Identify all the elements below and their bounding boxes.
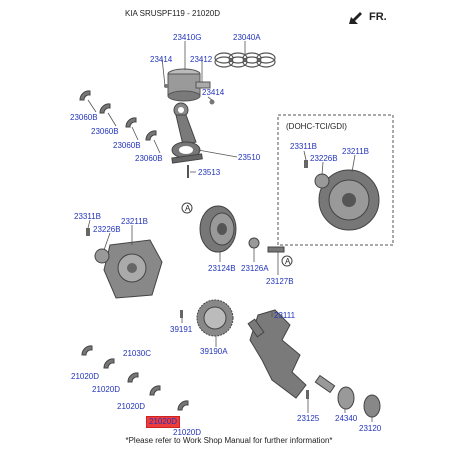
- callout-a-2: A: [285, 257, 291, 266]
- conrod-bearing-shells: [79, 90, 157, 141]
- part-label-24340[interactable]: 24340: [335, 414, 358, 423]
- adapter-plate-left-icon: [94, 248, 110, 264]
- drive-plate-icon: [318, 169, 380, 231]
- part-label-23111[interactable]: 23111: [274, 311, 296, 320]
- part-label-23126A[interactable]: 23126A: [241, 264, 269, 273]
- part-label-21020D-e[interactable]: 21020D: [173, 428, 202, 437]
- key-icon: [180, 310, 183, 318]
- part-label-23125[interactable]: 23125: [297, 414, 320, 423]
- part-label-23412[interactable]: 23412: [190, 55, 213, 64]
- part-label-21020D-highlighted[interactable]: 21020D: [146, 416, 181, 428]
- adapter-plate-icon: [314, 173, 330, 189]
- part-label-23311B[interactable]: 23311B: [290, 142, 317, 151]
- part-label-23510[interactable]: 23510: [238, 153, 261, 162]
- front-direction-label: FR.: [369, 11, 387, 23]
- crankshaft-icon: [247, 309, 336, 399]
- part-label-23311B-b[interactable]: 23311B: [74, 212, 101, 221]
- footer-note: *Please refer to Work Shop Manual for fu…: [125, 436, 333, 445]
- flywheel-bolt-icon: [304, 160, 308, 168]
- washer-icon: [248, 237, 260, 249]
- crankshaft-sprocket-icon: [196, 299, 234, 337]
- piston-icon: [164, 68, 215, 105]
- part-label-23060B-b[interactable]: 23060B: [91, 127, 119, 136]
- callout-a: A: [185, 204, 191, 213]
- part-label-23211B-b[interactable]: 23211B: [121, 217, 148, 226]
- part-label-23124B[interactable]: 23124B: [208, 264, 236, 273]
- part-label-21030C[interactable]: 21030C: [123, 349, 152, 358]
- part-label-21020D-a[interactable]: 21020D: [71, 372, 100, 381]
- part-label-23414-b[interactable]: 23414: [202, 88, 225, 97]
- part-label-23127B[interactable]: 23127B: [266, 277, 294, 286]
- part-label-23226B-b[interactable]: 23226B: [93, 225, 121, 234]
- part-label-23226B[interactable]: 23226B: [310, 154, 338, 163]
- callout-a-circle: [181, 202, 193, 214]
- part-label-23120[interactable]: 23120: [359, 424, 382, 433]
- part-label-23060B-d[interactable]: 23060B: [135, 154, 163, 163]
- part-label-23060B-c[interactable]: 23060B: [113, 141, 141, 150]
- part-label-39191[interactable]: 39191: [170, 325, 193, 334]
- part-label-23060B-a[interactable]: 23060B: [70, 113, 98, 122]
- part-label-23414[interactable]: 23414: [150, 55, 173, 64]
- dohc-section-box: [277, 114, 394, 246]
- front-direction-arrow-icon: [349, 12, 362, 24]
- part-label-23040A[interactable]: 23040A: [233, 33, 261, 42]
- piston-ring-set: [214, 52, 276, 68]
- part-label-21020D-c[interactable]: 21020D: [117, 402, 146, 411]
- flywheel-left-icon: [103, 239, 163, 299]
- connecting-rod-icon: [171, 102, 203, 178]
- flywheel-bolt-left-icon: [86, 228, 90, 236]
- callout-a-circle-2: [281, 255, 293, 267]
- diagram-title: KIA SRUSPF119 - 21020D: [125, 9, 221, 18]
- part-label-23211B[interactable]: 23211B: [342, 147, 369, 156]
- part-label-23513[interactable]: 23513: [198, 168, 221, 177]
- pulley-bolt-icon: [267, 246, 285, 253]
- section-box-label: (DOHC-TCI/GDI): [286, 122, 347, 131]
- part-label-21020D-b[interactable]: 21020D: [92, 385, 121, 394]
- part-label-39190A[interactable]: 39190A: [200, 347, 228, 356]
- crankshaft-pulley-icon: [199, 205, 237, 253]
- crank-key-icon: [306, 390, 309, 399]
- leader-lines: [87, 41, 373, 422]
- crank-sprocket-gear-icon: [337, 386, 381, 418]
- part-label-23410G[interactable]: 23410G: [173, 33, 202, 42]
- main-bearing-shells: [81, 345, 189, 411]
